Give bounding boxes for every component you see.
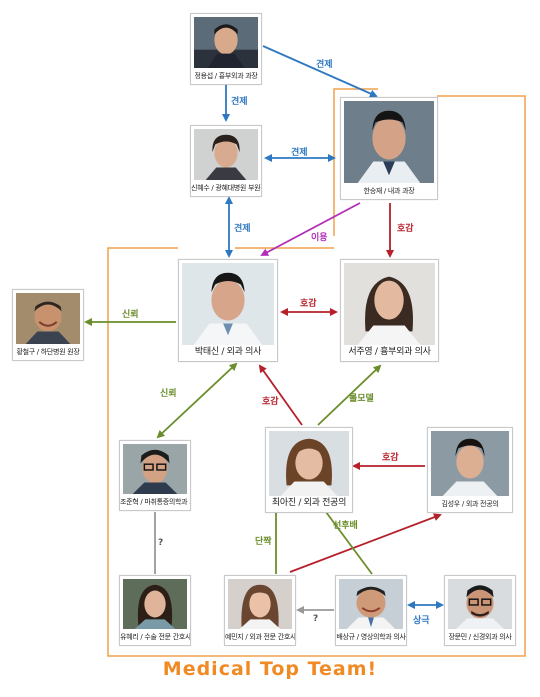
portrait-choi <box>269 431 349 496</box>
label-choi-bae: 선후배 <box>333 521 358 531</box>
caption-jeong: 정용섭 / 흉부외과 과장 <box>194 72 258 80</box>
caption-seo: 서주영 / 흉부외과 의사 <box>348 347 431 357</box>
caption-park: 박태신 / 외과 의사 <box>194 347 262 357</box>
portrait-kim <box>431 431 509 496</box>
portrait-jo <box>123 444 187 494</box>
caption-bae: 배상규 / 영상의학과 의사 <box>336 633 406 641</box>
caption-jang: 장문민 / 신경외과 의사 <box>448 633 512 641</box>
portrait-hwang <box>16 293 80 344</box>
arrow-han-park <box>260 202 361 256</box>
label-jo-yoo: ? <box>158 538 164 548</box>
portrait-ye <box>228 579 292 629</box>
footer-title: Medical Top Team! <box>162 658 378 680</box>
line-choi-bae <box>325 511 373 575</box>
caption-shin: 신혜수 / 광혜대병원 부원장 <box>191 184 261 192</box>
card-jo[interactable]: 조준혁 / 마취통증의학과 의사 <box>119 440 191 511</box>
label-choi-park: 호감 <box>262 397 279 407</box>
label-jeong-han: 견제 <box>316 60 333 70</box>
caption-yoo: 유혜리 / 수술 전문 간호사 <box>120 633 190 641</box>
label-park-jo: 신뢰 <box>160 389 177 399</box>
label-choi-ye: 단짝 <box>255 537 272 547</box>
portrait-yoo <box>123 579 187 629</box>
card-jang[interactable]: 장문민 / 신경외과 의사 <box>444 575 516 646</box>
caption-hwang: 황철구 / 하단병원 원장 <box>16 348 80 356</box>
caption-kim: 김성우 / 외과 전공의 <box>441 500 499 508</box>
portrait-shin <box>194 129 258 180</box>
caption-han: 한승재 / 내과 과장 <box>363 187 415 195</box>
card-shin[interactable]: 신혜수 / 광혜대병원 부원장 <box>190 125 262 197</box>
label-park-hwang: 신뢰 <box>122 310 139 320</box>
label-shin-park: 견제 <box>234 224 251 234</box>
card-park[interactable]: 박태신 / 외과 의사 <box>178 259 278 362</box>
card-ye[interactable]: 예민지 / 외과 전문 간호사 <box>224 575 296 646</box>
label-park-seo: 호감 <box>300 299 317 309</box>
label-han-seo: 호감 <box>397 224 414 234</box>
arrow-park-jo <box>156 362 238 439</box>
label-kim-choi: 호감 <box>382 453 399 463</box>
card-han[interactable]: 한승재 / 내과 과장 <box>340 97 438 200</box>
label-bae-ye: ? <box>313 614 319 624</box>
card-kim[interactable]: 김성우 / 외과 전공의 <box>427 427 513 513</box>
label-bae-jang: 상극 <box>413 616 430 626</box>
card-jeong[interactable]: 정용섭 / 흉부외과 과장 <box>190 13 262 85</box>
portrait-jang <box>448 579 512 629</box>
arrow-choi-park <box>258 364 303 426</box>
card-yoo[interactable]: 유혜리 / 수술 전문 간호사 <box>119 575 191 646</box>
card-seo[interactable]: 서주영 / 흉부외과 의사 <box>340 259 439 362</box>
card-choi[interactable]: 최아진 / 외과 전공의 <box>265 427 353 513</box>
arrow-choi-seo <box>317 364 382 426</box>
label-han-park: 이용 <box>311 233 328 243</box>
portrait-jeong <box>194 17 258 68</box>
card-hwang[interactable]: 황철구 / 하단병원 원장 <box>12 289 84 361</box>
portrait-park <box>182 263 274 345</box>
caption-jo: 조준혁 / 마취통증의학과 의사 <box>120 498 190 506</box>
portrait-bae <box>339 579 403 629</box>
orange-frame <box>107 88 526 657</box>
arrow-jeong-han <box>262 45 378 98</box>
portrait-seo <box>344 263 435 345</box>
label-choi-seo: 롤모델 <box>349 394 374 404</box>
caption-choi: 최아진 / 외과 전공의 <box>271 498 347 508</box>
label-shin-han: 견제 <box>291 148 308 158</box>
arrow-ye-kim <box>289 513 442 573</box>
caption-ye: 예민지 / 외과 전문 간호사 <box>225 633 295 641</box>
portrait-han <box>344 101 434 183</box>
card-bae[interactable]: 배상규 / 영상의학과 의사 <box>335 575 407 646</box>
label-jeong-shin: 견제 <box>231 97 248 107</box>
